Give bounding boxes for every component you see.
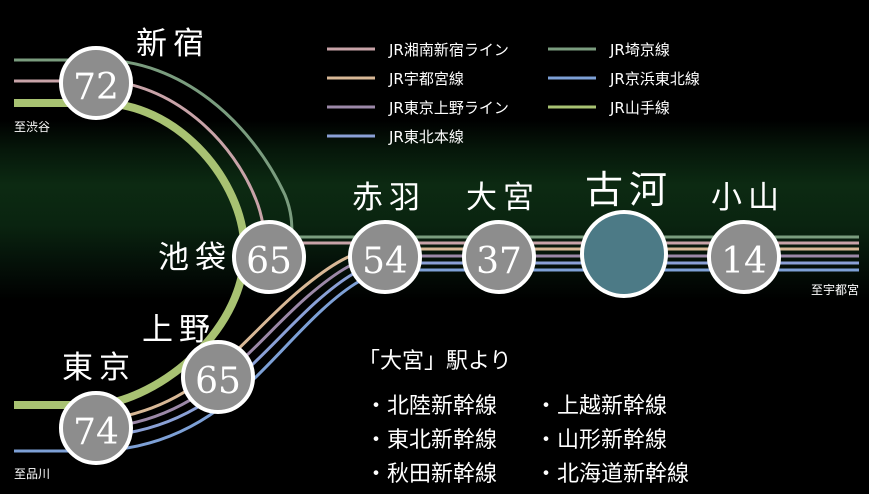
legend-label: JR東北本線 bbox=[388, 128, 464, 146]
legend-label: JR埼京線 bbox=[609, 41, 670, 59]
legend-label: JR宇都宮線 bbox=[388, 70, 464, 88]
station-circle-koga bbox=[580, 210, 668, 298]
shinkansen-line: ・北陸新幹線 bbox=[365, 394, 497, 419]
station-akabane[interactable]: 54 bbox=[348, 220, 422, 294]
legend-item: JR埼京線 bbox=[548, 41, 670, 59]
shinkansen-line: ・秋田新幹線 bbox=[365, 462, 497, 487]
station-name-ueno: 上野 bbox=[142, 312, 216, 348]
station-minutes: 65 bbox=[246, 241, 292, 282]
legend-label: JR山手線 bbox=[609, 99, 670, 117]
station-name-shinjuku: 新宿 bbox=[136, 26, 210, 62]
station-name-koga: 古河 bbox=[585, 168, 673, 212]
station-circle bbox=[232, 220, 306, 294]
station-circle bbox=[707, 220, 781, 294]
legend-item: JR東北本線 bbox=[327, 128, 464, 146]
station-koga[interactable] bbox=[580, 210, 668, 298]
station-minutes: 72 bbox=[73, 67, 119, 108]
station-circle bbox=[59, 391, 133, 465]
legend-label: JR東京上野ライン bbox=[388, 99, 509, 117]
station-names: 新宿 池袋 上野 東京 赤羽 大宮 古河 小山 bbox=[62, 26, 785, 386]
legend-item: JR山手線 bbox=[548, 99, 670, 117]
station-name-oyama: 小山 bbox=[711, 180, 785, 216]
legend-label: JR湘南新宿ライン bbox=[388, 41, 509, 59]
legend-item: JR京浜東北線 bbox=[548, 70, 700, 88]
shinkansen-line: ・上越新幹線 bbox=[535, 394, 667, 419]
station-ikebukuro[interactable]: 65 bbox=[232, 220, 306, 294]
station-minutes: 14 bbox=[721, 241, 767, 282]
direction-utsunomiya: 至宇都宮 bbox=[811, 282, 859, 297]
shinkansen-title: 「大宮」駅より bbox=[358, 349, 512, 374]
station-circle bbox=[181, 340, 255, 414]
direction-shibuya: 至渋谷 bbox=[14, 120, 50, 134]
legend-item: JR湘南新宿ライン bbox=[327, 41, 509, 59]
station-name-omiya: 大宮 bbox=[466, 180, 540, 216]
station-shinjuku[interactable]: 72 bbox=[59, 46, 133, 120]
station-circle bbox=[348, 220, 422, 294]
shinkansen-line: ・山形新幹線 bbox=[535, 428, 667, 453]
station-minutes: 54 bbox=[362, 241, 408, 282]
station-circle bbox=[59, 46, 133, 120]
station-minutes: 74 bbox=[73, 412, 119, 453]
station-omiya[interactable]: 37 bbox=[462, 220, 536, 294]
shinkansen-line: ・東北新幹線 bbox=[365, 428, 497, 453]
station-name-tokyo: 東京 bbox=[62, 350, 136, 386]
station-minutes: 65 bbox=[195, 361, 241, 402]
station-name-akabane: 赤羽 bbox=[352, 180, 426, 216]
shinkansen-info: 「大宮」駅より ・北陸新幹線 ・上越新幹線 ・東北新幹線 ・山形新幹線 ・秋田新… bbox=[358, 349, 689, 487]
legend-label: JR京浜東北線 bbox=[609, 70, 700, 88]
station-minutes: 37 bbox=[476, 241, 522, 282]
shinkansen-line: ・北海道新幹線 bbox=[535, 462, 689, 487]
station-name-ikebukuro: 池袋 bbox=[158, 240, 232, 276]
station-oyama[interactable]: 14 bbox=[707, 220, 781, 294]
legend-item: JR宇都宮線 bbox=[327, 70, 464, 88]
saikyo-line bbox=[14, 58, 859, 239]
station-ueno[interactable]: 65 bbox=[181, 340, 255, 414]
stations: 72 65 65 74 54 37 14 bbox=[59, 46, 781, 465]
station-tokyo[interactable]: 74 bbox=[59, 391, 133, 465]
legend-item: JR東京上野ライン bbox=[327, 99, 509, 117]
station-circle bbox=[462, 220, 536, 294]
direction-labels: 至渋谷 至品川 至宇都宮 bbox=[14, 120, 859, 481]
direction-shinagawa: 至品川 bbox=[14, 467, 50, 481]
legend: JR湘南新宿ライン JR宇都宮線 JR東京上野ライン JR東北本線 JR埼京線 … bbox=[327, 41, 700, 146]
